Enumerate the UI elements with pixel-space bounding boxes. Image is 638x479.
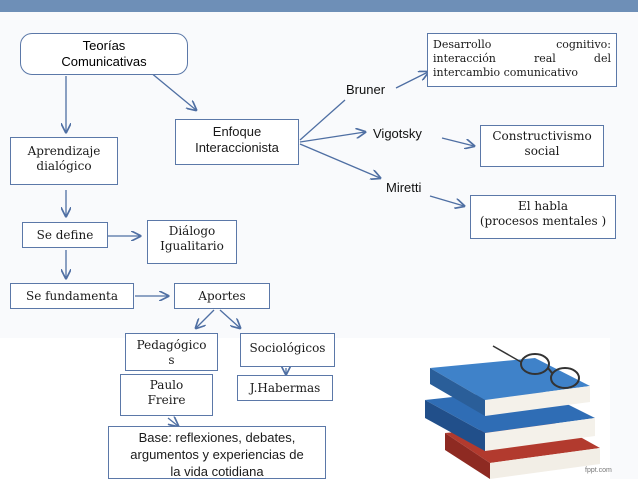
watermark: fppt.com — [585, 467, 612, 474]
arrow-aportes-sociologicos — [219, 309, 240, 328]
constructivismo-label: Constructivismo social — [492, 129, 592, 158]
arrow-aportes-pedagogicos — [196, 309, 215, 328]
top-banner — [0, 0, 638, 12]
se-define-box: Se define — [22, 222, 108, 248]
arrow-callout-enfoque — [149, 71, 196, 110]
se-fundamenta-box: Se fundamenta — [10, 283, 134, 309]
habermas-box: J.Habermas — [237, 375, 333, 401]
enfoque-interaccionista-box: Enfoque Interaccionista — [175, 119, 299, 165]
vigotsky-label: Vigotsky — [373, 126, 422, 141]
constructivismo-social-box: Constructivismo social — [480, 125, 604, 167]
arrow-bruner-desarrollo — [395, 72, 428, 89]
se-define-label: Se define — [36, 228, 94, 242]
el-habla-box: El habla (procesos mentales ) — [470, 195, 616, 239]
arrow-paulo-base — [167, 418, 178, 426]
arrow-vigotsky-constructivismo — [441, 137, 474, 146]
aportes-box: Aportes — [174, 283, 270, 309]
dialogo-label: Diálogo Igualitario — [160, 224, 224, 253]
paulo-freire-box: Paulo Freire — [120, 374, 213, 416]
aprendizaje-label: Aprendizaje dialógico — [27, 144, 101, 173]
dialogo-igualitario-box: Diálogo Igualitario — [147, 220, 237, 264]
arrow-enfoque-miretti — [299, 143, 380, 178]
desarrollo-cognitivo-box: Desarrollo cognitivo: interacción real d… — [427, 33, 617, 87]
arrow-miretti-habla — [429, 195, 464, 206]
teorias-label: Teorías Comunicativas — [61, 38, 147, 70]
desarrollo-label: Desarrollo cognitivo: interacción real d… — [433, 38, 611, 79]
base-label: Base: reflexiones, debates, argumentos y… — [130, 430, 304, 479]
books-illustration — [405, 338, 610, 479]
se-fundamenta-label: Se fundamenta — [25, 289, 119, 303]
aprendizaje-dialogico-box: Aprendizaje dialógico — [10, 137, 118, 185]
sociologicos-box: Sociológicos — [240, 333, 335, 367]
base-box: Base: reflexiones, debates, argumentos y… — [108, 426, 326, 479]
paulo-label: Paulo Freire — [147, 378, 186, 407]
enfoque-label: Enfoque Interaccionista — [195, 124, 279, 156]
teorias-comunicativas-callout: Teorías Comunicativas — [20, 33, 188, 75]
miretti-label: Miretti — [386, 180, 422, 195]
pedagogicos-label: Pedagógico s — [136, 338, 207, 367]
pedagogicos-box: Pedagógico s — [125, 333, 218, 371]
arrow-enfoque-vigotsky — [299, 132, 365, 143]
bruner-label: Bruner — [346, 82, 386, 97]
habermas-label: J.Habermas — [249, 381, 321, 395]
aportes-label: Aportes — [198, 289, 246, 303]
habla-label: El habla (procesos mentales ) — [479, 199, 607, 228]
arrow-enfoque-bruner — [299, 99, 346, 141]
sociologicos-label: Sociológicos — [249, 341, 326, 355]
